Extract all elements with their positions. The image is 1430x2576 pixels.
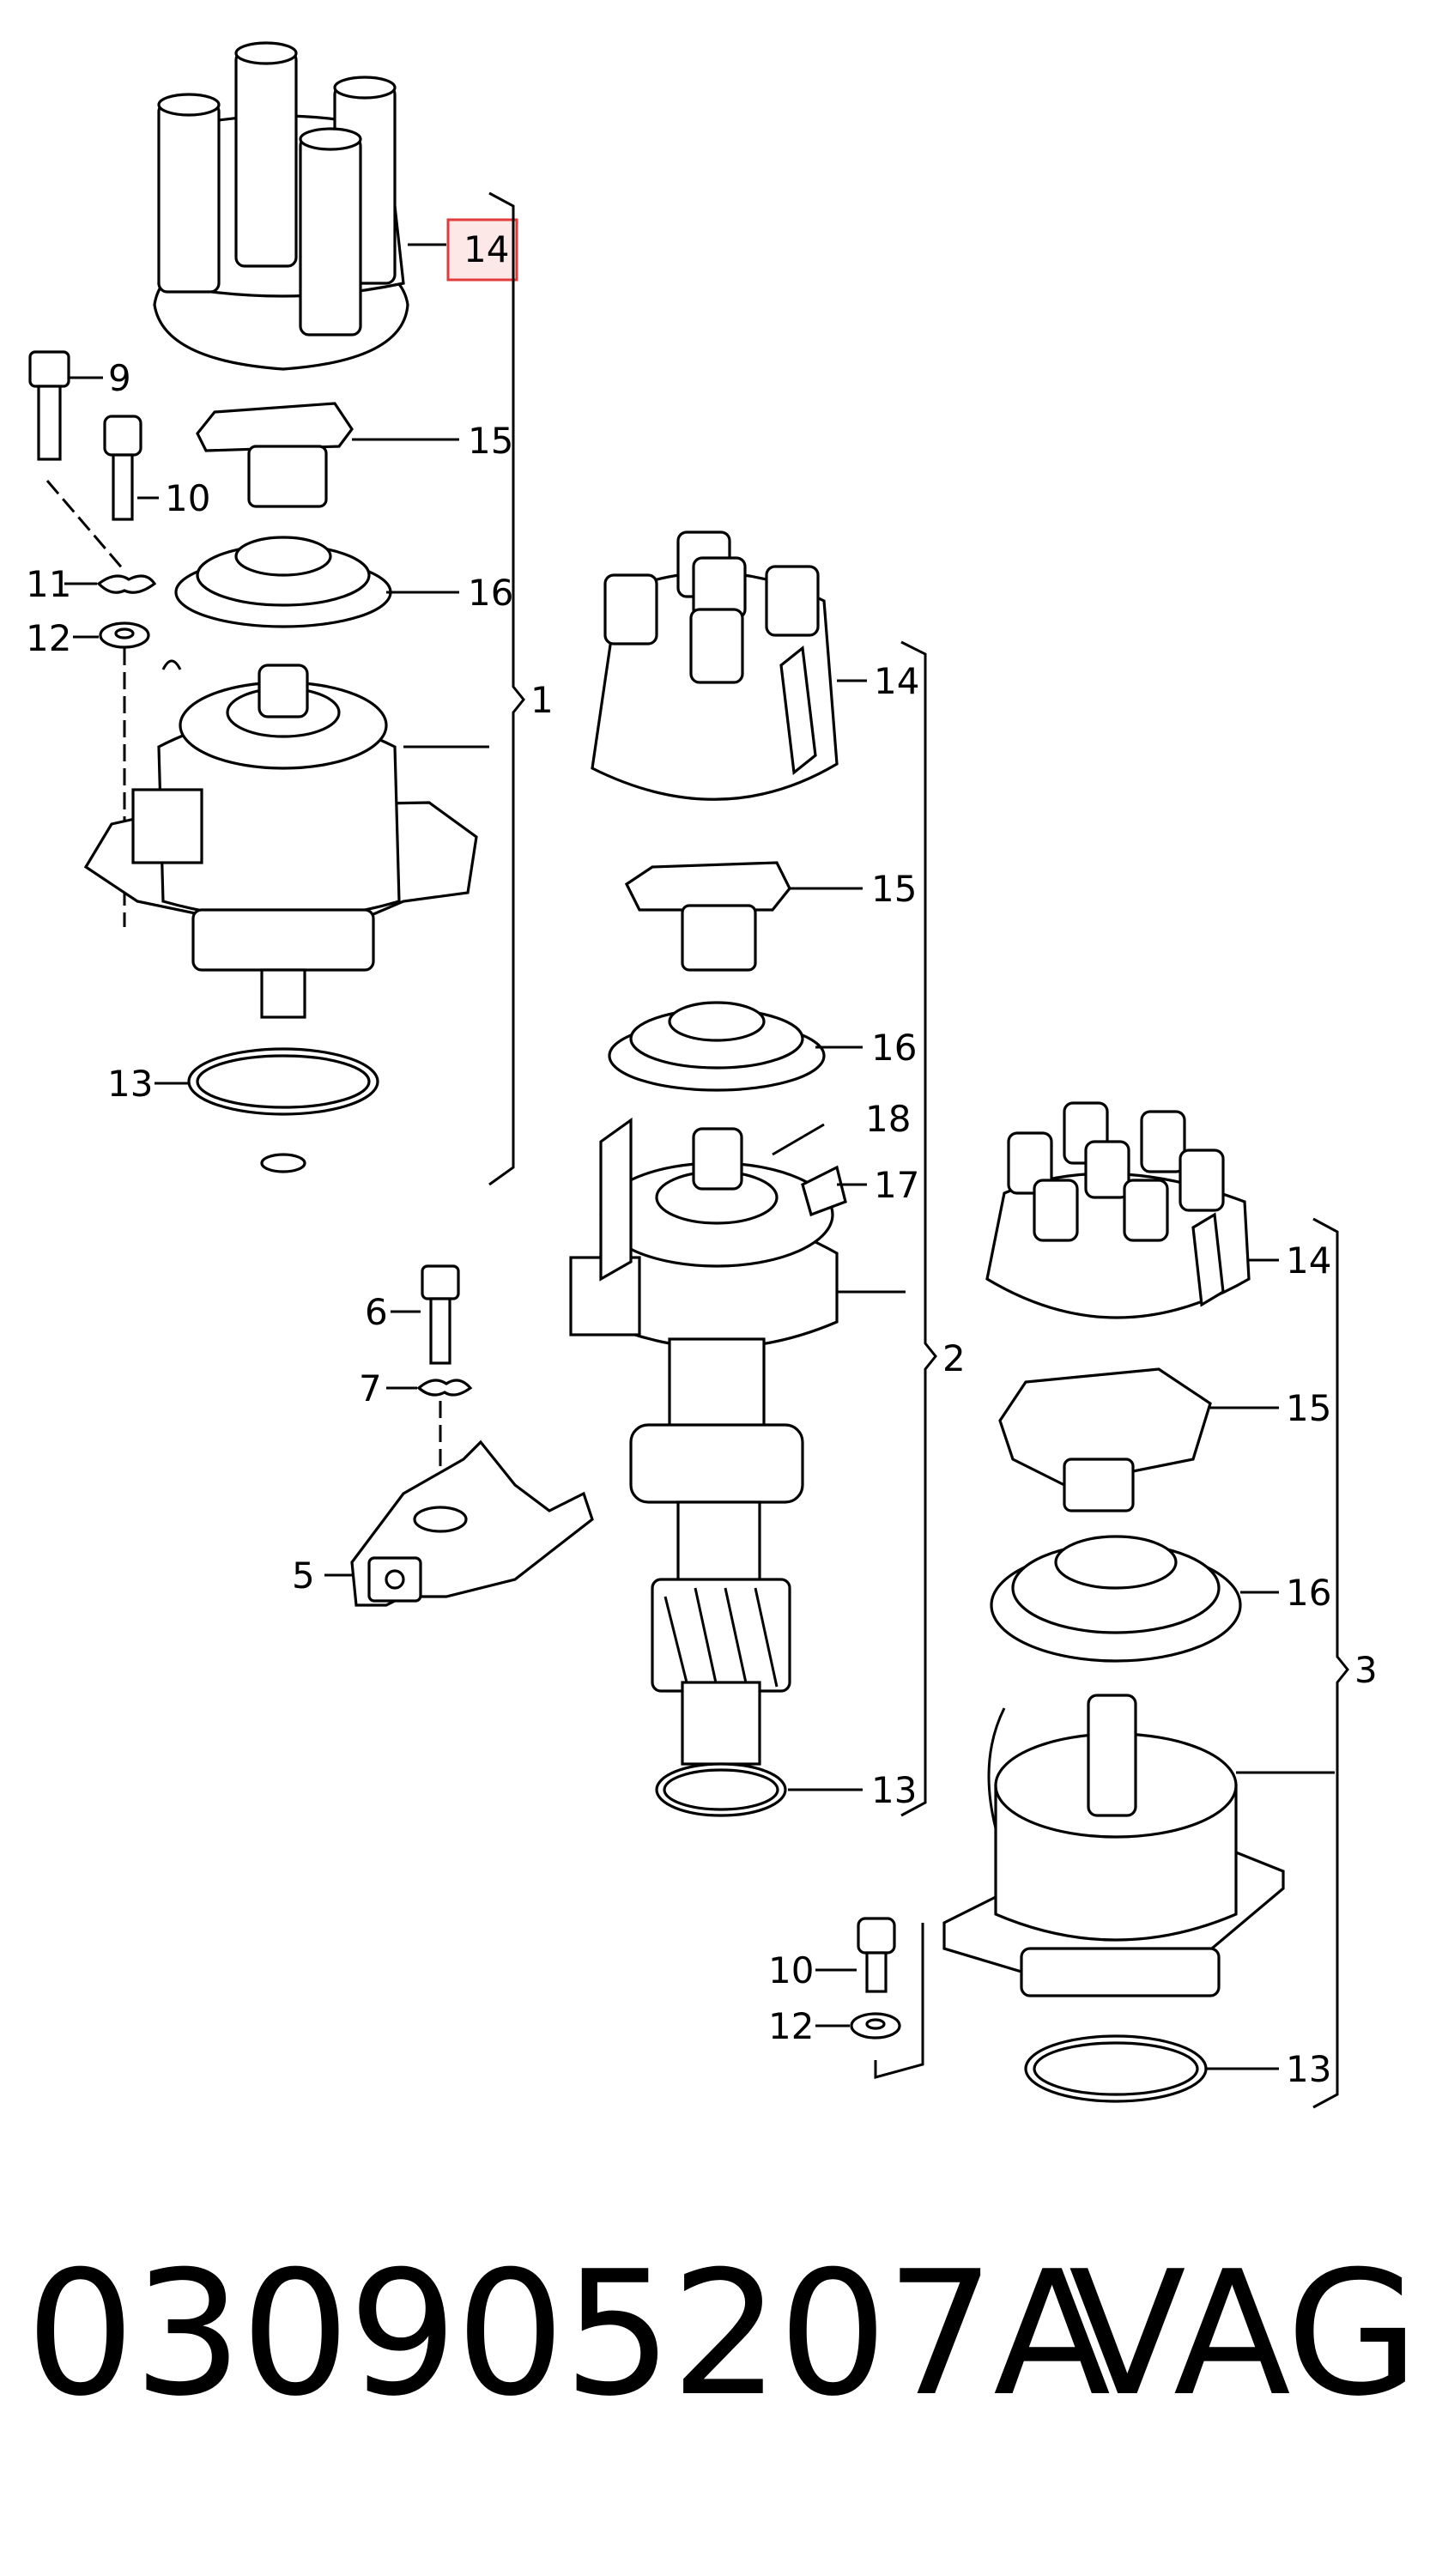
callout-5: 5 (292, 1555, 315, 1597)
group-bracket-1 (488, 191, 525, 1186)
callout-13: 13 (107, 1063, 153, 1105)
callout-7: 7 (359, 1367, 382, 1409)
screw-10-g3 (815, 1917, 896, 1993)
small-parts-bracket (874, 1923, 924, 2079)
callout-6: 6 (365, 1291, 388, 1333)
callout-12-g3: 12 (768, 2005, 814, 2047)
callout-group-2: 2 (942, 1337, 966, 1379)
lock-plate-7 (386, 1379, 473, 1511)
callout-9: 9 (108, 357, 131, 399)
callout-14-g3: 14 (1286, 1240, 1331, 1282)
screw-10 (103, 415, 159, 521)
part-number: 030905207A (26, 2234, 1111, 2434)
distributor-cap-2 (591, 530, 867, 801)
group-1-distributor-assembly: 14 15 16 9 10 (26, 41, 554, 1186)
bolt-9 (28, 350, 103, 461)
callout-10-g3: 10 (768, 1949, 814, 1991)
callout-15: 15 (468, 420, 513, 462)
washer-12-g3 (815, 2012, 901, 2040)
rotor-2 (624, 861, 863, 972)
callout-15-g2: 15 (871, 868, 917, 910)
callout-16-g3: 16 (1286, 1572, 1331, 1614)
lock-plate-11 (45, 480, 157, 594)
distributor-body-1 (83, 659, 489, 1019)
distributor-cap-1 (153, 41, 446, 371)
dust-shield-2 (608, 1001, 863, 1092)
group-3-distributor-assembly: 14 15 16 (768, 1101, 1378, 2109)
o-ring-13-g2 (655, 1762, 863, 1817)
clamp-parts: 6 7 5 (292, 1264, 594, 1607)
clamp-5 (324, 1440, 594, 1607)
group-bracket-2 (900, 640, 937, 1817)
callout-10: 10 (165, 477, 210, 519)
callout-14-g2: 14 (874, 660, 919, 702)
dust-shield-3 (990, 1535, 1279, 1663)
group-2-distributor-assembly: 14 15 16 (569, 530, 966, 1817)
callout-group-3: 3 (1354, 1649, 1378, 1691)
callout-17: 17 (874, 1164, 919, 1206)
bolt-6 (391, 1264, 460, 1365)
rotor-1 (196, 402, 459, 508)
distributor-body-2 (569, 1117, 906, 1766)
callout-16-g2: 16 (871, 1027, 917, 1069)
brand-name: VAG (1069, 2234, 1419, 2434)
callout-12: 12 (26, 617, 71, 659)
callout-15-g3: 15 (1286, 1387, 1331, 1429)
callout-18: 18 (865, 1098, 911, 1140)
rotor-3 (998, 1367, 1279, 1512)
callout-13-g2: 13 (871, 1769, 917, 1811)
callout-16: 16 (468, 572, 513, 614)
callout-11: 11 (26, 563, 71, 605)
group-bracket-3 (1312, 1217, 1349, 2109)
highlight-box (446, 218, 518, 282)
callout-14: 14 (464, 228, 509, 270)
callout-group-1: 1 (530, 679, 554, 721)
distributor-body-3 (942, 1694, 1335, 1997)
o-ring-13 (155, 1047, 379, 1173)
dust-shield-1 (174, 536, 459, 628)
callout-13-g3: 13 (1286, 2048, 1331, 2090)
o-ring-13-g3 (1024, 2034, 1279, 2103)
distributor-cap-3 (985, 1101, 1279, 1319)
